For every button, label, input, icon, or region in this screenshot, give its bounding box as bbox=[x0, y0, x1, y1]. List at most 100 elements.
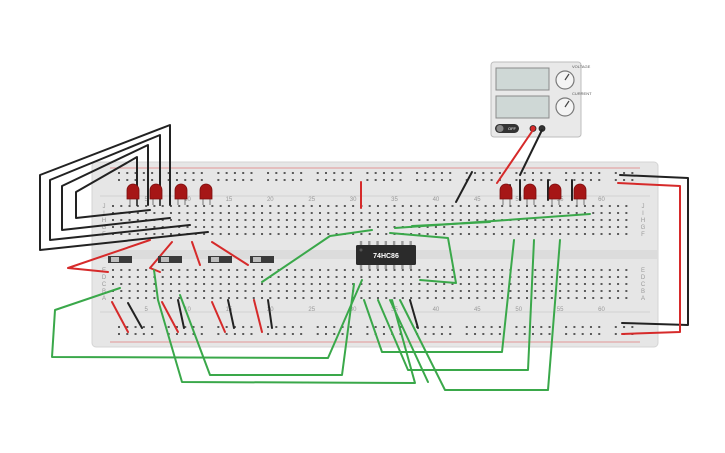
slide-switch[interactable] bbox=[208, 256, 232, 263]
breadboard-hole[interactable] bbox=[376, 219, 379, 221]
breadboard-hole[interactable] bbox=[200, 333, 203, 335]
breadboard-hole[interactable] bbox=[291, 172, 294, 174]
breadboard-hole[interactable] bbox=[184, 326, 187, 328]
breadboard-hole[interactable] bbox=[294, 219, 297, 221]
breadboard-hole[interactable] bbox=[418, 233, 421, 235]
breadboard-hole[interactable] bbox=[443, 212, 446, 214]
breadboard-hole[interactable] bbox=[498, 172, 501, 174]
breadboard-hole[interactable] bbox=[277, 212, 280, 214]
breadboard-hole[interactable] bbox=[614, 172, 617, 174]
breadboard-hole[interactable] bbox=[581, 326, 584, 328]
breadboard-hole[interactable] bbox=[178, 205, 181, 207]
breadboard-hole[interactable] bbox=[151, 179, 154, 181]
breadboard-hole[interactable] bbox=[217, 333, 220, 335]
breadboard-hole[interactable] bbox=[492, 226, 495, 228]
led-group-right[interactable] bbox=[499, 183, 587, 205]
breadboard-hole[interactable] bbox=[300, 179, 303, 181]
breadboard-hole[interactable] bbox=[269, 269, 272, 271]
breadboard-hole[interactable] bbox=[343, 297, 346, 299]
breadboard-hole[interactable] bbox=[567, 276, 570, 278]
breadboard-hole[interactable] bbox=[112, 219, 114, 221]
led[interactable] bbox=[548, 183, 562, 205]
breadboard-hole[interactable] bbox=[169, 219, 172, 221]
breadboard-hole[interactable] bbox=[225, 333, 228, 335]
breadboard-hole[interactable] bbox=[432, 172, 435, 174]
breadboard-hole[interactable] bbox=[285, 290, 288, 292]
breadboard-hole[interactable] bbox=[565, 326, 568, 328]
breadboard-hole[interactable] bbox=[194, 297, 197, 299]
breadboard-hole[interactable] bbox=[285, 297, 288, 299]
breadboard-hole[interactable] bbox=[449, 172, 452, 174]
breadboard-hole[interactable] bbox=[391, 172, 394, 174]
breadboard-hole[interactable] bbox=[300, 333, 303, 335]
breadboard-hole[interactable] bbox=[352, 269, 355, 271]
breadboard-hole[interactable] bbox=[418, 297, 421, 299]
breadboard-hole[interactable] bbox=[449, 326, 452, 328]
breadboard-hole[interactable] bbox=[368, 269, 371, 271]
breadboard-hole[interactable] bbox=[236, 297, 239, 299]
breadboard-hole[interactable] bbox=[120, 205, 123, 207]
breadboard-hole[interactable] bbox=[565, 333, 568, 335]
breadboard-hole[interactable] bbox=[492, 290, 495, 292]
breadboard-hole[interactable] bbox=[484, 276, 487, 278]
breadboard-hole[interactable] bbox=[335, 205, 338, 207]
breadboard-hole[interactable] bbox=[368, 219, 371, 221]
breadboard-hole[interactable] bbox=[476, 276, 479, 278]
breadboard-hole[interactable] bbox=[161, 212, 164, 214]
breadboard-hole[interactable] bbox=[360, 269, 363, 271]
breadboard-hole[interactable] bbox=[184, 333, 187, 335]
breadboard-hole[interactable] bbox=[517, 297, 520, 299]
breadboard-hole[interactable] bbox=[302, 233, 305, 235]
breadboard-hole[interactable] bbox=[310, 219, 313, 221]
breadboard-hole[interactable] bbox=[186, 226, 189, 228]
breadboard-hole[interactable] bbox=[211, 212, 214, 214]
breadboard-hole[interactable] bbox=[145, 269, 148, 271]
breadboard-hole[interactable] bbox=[465, 326, 468, 328]
breadboard-hole[interactable] bbox=[120, 269, 123, 271]
breadboard-hole[interactable] bbox=[589, 326, 592, 328]
breadboard-hole[interactable] bbox=[440, 326, 443, 328]
breadboard-hole[interactable] bbox=[424, 179, 427, 181]
breadboard-hole[interactable] bbox=[631, 179, 634, 181]
breadboard-hole[interactable] bbox=[459, 219, 462, 221]
breadboard-hole[interactable] bbox=[617, 212, 620, 214]
breadboard-hole[interactable] bbox=[614, 326, 617, 328]
breadboard-hole[interactable] bbox=[227, 205, 230, 207]
breadboard-hole[interactable] bbox=[484, 283, 487, 285]
breadboard-hole[interactable] bbox=[575, 205, 578, 207]
slide-switches[interactable] bbox=[108, 256, 274, 263]
breadboard-hole[interactable] bbox=[451, 219, 454, 221]
breadboard-hole[interactable] bbox=[534, 233, 537, 235]
breadboard-hole[interactable] bbox=[366, 172, 369, 174]
breadboard-hole[interactable] bbox=[153, 283, 156, 285]
breadboard-hole[interactable] bbox=[219, 226, 222, 228]
breadboard-hole[interactable] bbox=[211, 219, 214, 221]
breadboard-hole[interactable] bbox=[236, 283, 239, 285]
breadboard-hole[interactable] bbox=[203, 205, 206, 207]
breadboard-hole[interactable] bbox=[631, 172, 634, 174]
breadboard-hole[interactable] bbox=[426, 212, 429, 214]
breadboard-hole[interactable] bbox=[459, 226, 462, 228]
breadboard-hole[interactable] bbox=[540, 179, 543, 181]
breadboard-hole[interactable] bbox=[277, 205, 280, 207]
breadboard-hole[interactable] bbox=[542, 290, 545, 292]
breadboard-hole[interactable] bbox=[592, 283, 595, 285]
breadboard-hole[interactable] bbox=[540, 326, 543, 328]
breadboard-hole[interactable] bbox=[443, 219, 446, 221]
breadboard-hole[interactable] bbox=[426, 226, 429, 228]
breadboard-hole[interactable] bbox=[385, 226, 388, 228]
breadboard-hole[interactable] bbox=[302, 283, 305, 285]
breadboard-hole[interactable] bbox=[385, 297, 388, 299]
breadboard-hole[interactable] bbox=[200, 326, 203, 328]
breadboard-hole[interactable] bbox=[376, 276, 379, 278]
breadboard-hole[interactable] bbox=[142, 172, 145, 174]
breadboard-hole[interactable] bbox=[227, 269, 230, 271]
breadboard-hole[interactable] bbox=[376, 283, 379, 285]
breadboard-hole[interactable] bbox=[227, 219, 230, 221]
breadboard-hole[interactable] bbox=[128, 276, 131, 278]
breadboard-hole[interactable] bbox=[142, 333, 145, 335]
breadboard-hole[interactable] bbox=[319, 290, 321, 292]
breadboard-hole[interactable] bbox=[559, 290, 562, 292]
breadboard-hole[interactable] bbox=[583, 219, 586, 221]
breadboard-hole[interactable] bbox=[410, 212, 413, 214]
